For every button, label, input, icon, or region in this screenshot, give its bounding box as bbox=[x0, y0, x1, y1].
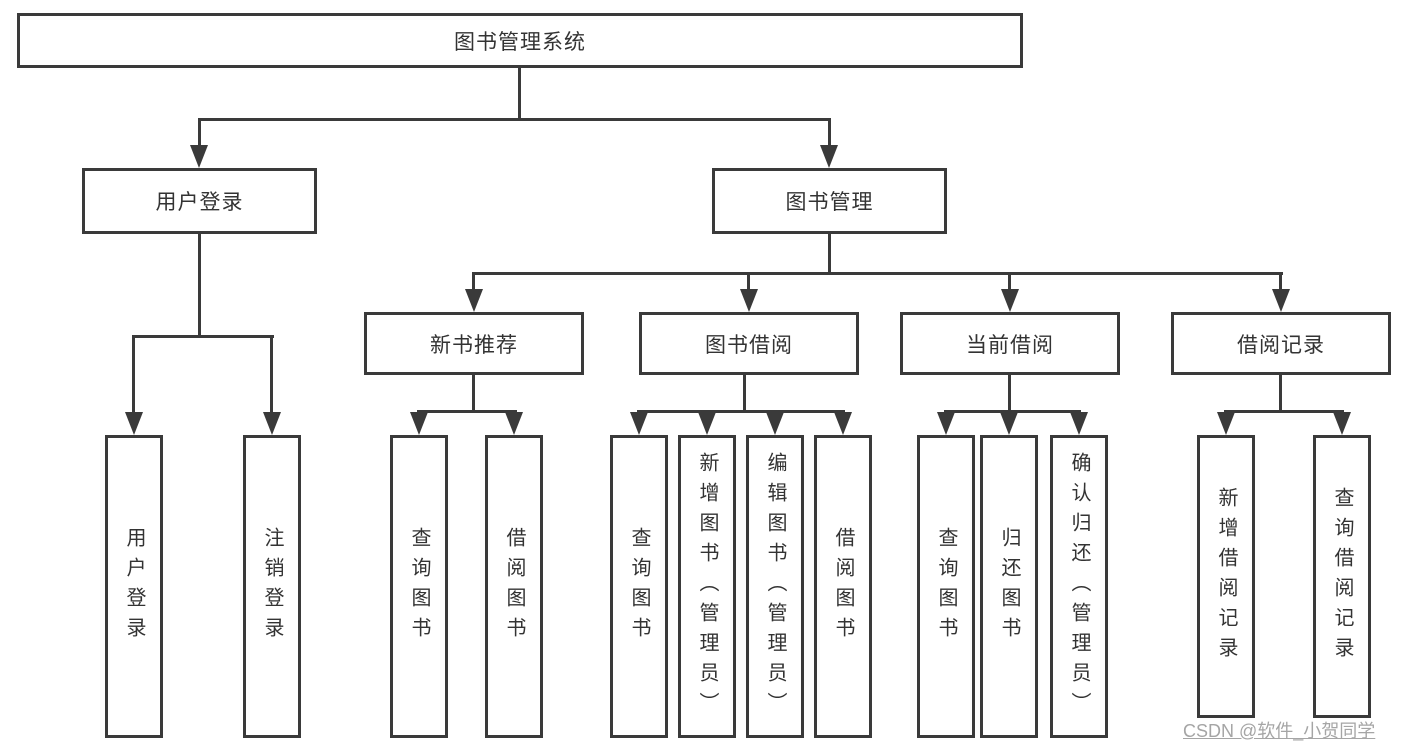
connector-drop bbox=[1008, 272, 1011, 292]
node-label: 查询图书 bbox=[408, 526, 430, 647]
connector-stem bbox=[1279, 375, 1282, 410]
connector-bookmgmt-drop bbox=[828, 118, 831, 148]
arrow-down-icon bbox=[1217, 412, 1235, 435]
connector-bus bbox=[944, 410, 1081, 413]
node-borrow-books: 借阅图书 bbox=[814, 435, 872, 738]
connector-stem bbox=[1008, 375, 1011, 410]
connector-userlogin-stem bbox=[198, 234, 201, 335]
node-query-books: 查询图书 bbox=[610, 435, 668, 738]
node-add-borrow-record: 新增借阅记录 bbox=[1197, 435, 1255, 718]
connector-root-stem bbox=[518, 68, 521, 118]
node-label: 新增图书（管理员） bbox=[696, 451, 718, 722]
node-label: 图书管理 bbox=[785, 191, 874, 214]
node-label: 当前借阅 bbox=[966, 333, 1054, 357]
node-label: 图书借阅 bbox=[705, 333, 793, 357]
arrow-down-icon bbox=[1070, 412, 1088, 435]
arrow-down-icon bbox=[465, 289, 483, 312]
node-label: 查询图书 bbox=[935, 526, 957, 647]
connector-stem bbox=[743, 375, 746, 410]
node-label: 用户登录 bbox=[123, 526, 145, 647]
connector-bus bbox=[637, 410, 845, 413]
connector-stem bbox=[472, 375, 475, 410]
node-label: 查询借阅记录 bbox=[1331, 486, 1353, 667]
node-label: 新书推荐 bbox=[430, 333, 518, 357]
node-label: 查询图书 bbox=[628, 526, 650, 647]
node-library-management-system: 图书管理系统 bbox=[17, 13, 1023, 68]
node-label: 新增借阅记录 bbox=[1215, 486, 1237, 667]
arrow-down-icon bbox=[630, 412, 648, 435]
node-label: 借阅记录 bbox=[1237, 333, 1325, 357]
node-return-books: 归还图书 bbox=[980, 435, 1038, 738]
connector-userlogin-bus bbox=[132, 335, 274, 338]
node-logout: 注销登录 bbox=[243, 435, 301, 738]
node-book-management: 图书管理 bbox=[712, 168, 947, 234]
csdn-watermark: CSDN @软件_小贺同学 bbox=[1183, 721, 1376, 741]
node-label: 归还图书 bbox=[998, 526, 1020, 647]
node-label: 借阅图书 bbox=[832, 526, 854, 647]
node-new-book-recommend: 新书推荐 bbox=[364, 312, 584, 375]
node-confirm-return-admin: 确认归还（管理员） bbox=[1050, 435, 1108, 738]
arrow-down-icon bbox=[263, 412, 281, 435]
node-current-borrow: 当前借阅 bbox=[900, 312, 1120, 375]
node-user-login-leaf: 用户登录 bbox=[105, 435, 163, 738]
arrow-down-icon bbox=[834, 412, 852, 435]
node-borrow-books-recommend: 借阅图书 bbox=[485, 435, 543, 738]
connector-userlogin-drop bbox=[198, 118, 201, 148]
connector-drop bbox=[132, 335, 135, 414]
node-label: 编辑图书（管理员） bbox=[764, 451, 786, 722]
arrow-down-icon bbox=[125, 412, 143, 435]
connector-drop bbox=[747, 272, 750, 292]
arrow-down-icon bbox=[698, 412, 716, 435]
node-query-books-current: 查询图书 bbox=[917, 435, 975, 738]
node-user-login: 用户登录 bbox=[82, 168, 317, 234]
node-label: 注销登录 bbox=[261, 526, 283, 647]
arrow-down-icon bbox=[1000, 412, 1018, 435]
node-label: 图书管理系统 bbox=[454, 30, 586, 54]
node-query-books-recommend: 查询图书 bbox=[390, 435, 448, 738]
node-label: 用户登录 bbox=[155, 191, 244, 214]
arrow-down-icon bbox=[190, 145, 208, 168]
node-query-borrow-record: 查询借阅记录 bbox=[1313, 435, 1371, 718]
arrow-down-icon bbox=[1001, 289, 1019, 312]
arrow-down-icon bbox=[1333, 412, 1351, 435]
node-book-borrow: 图书借阅 bbox=[639, 312, 859, 375]
arrow-down-icon bbox=[820, 145, 838, 168]
arrow-down-icon bbox=[766, 412, 784, 435]
arrow-down-icon bbox=[410, 412, 428, 435]
node-borrow-records: 借阅记录 bbox=[1171, 312, 1391, 375]
connector-bookmgmt-stem bbox=[828, 234, 831, 272]
connector-drop bbox=[1279, 272, 1282, 292]
connector-root-bus bbox=[198, 118, 831, 121]
node-edit-books-admin: 编辑图书（管理员） bbox=[746, 435, 804, 738]
connector-bus bbox=[1224, 410, 1344, 413]
connector-drop bbox=[472, 272, 475, 292]
connector-drop bbox=[270, 335, 273, 414]
node-label: 确认归还（管理员） bbox=[1068, 451, 1090, 722]
node-label: 借阅图书 bbox=[503, 526, 525, 647]
arrow-down-icon bbox=[1272, 289, 1290, 312]
connector-bus bbox=[417, 410, 517, 413]
arrow-down-icon bbox=[740, 289, 758, 312]
connector-bookmgmt-bus bbox=[472, 272, 1283, 275]
arrow-down-icon bbox=[505, 412, 523, 435]
node-add-books-admin: 新增图书（管理员） bbox=[678, 435, 736, 738]
arrow-down-icon bbox=[937, 412, 955, 435]
